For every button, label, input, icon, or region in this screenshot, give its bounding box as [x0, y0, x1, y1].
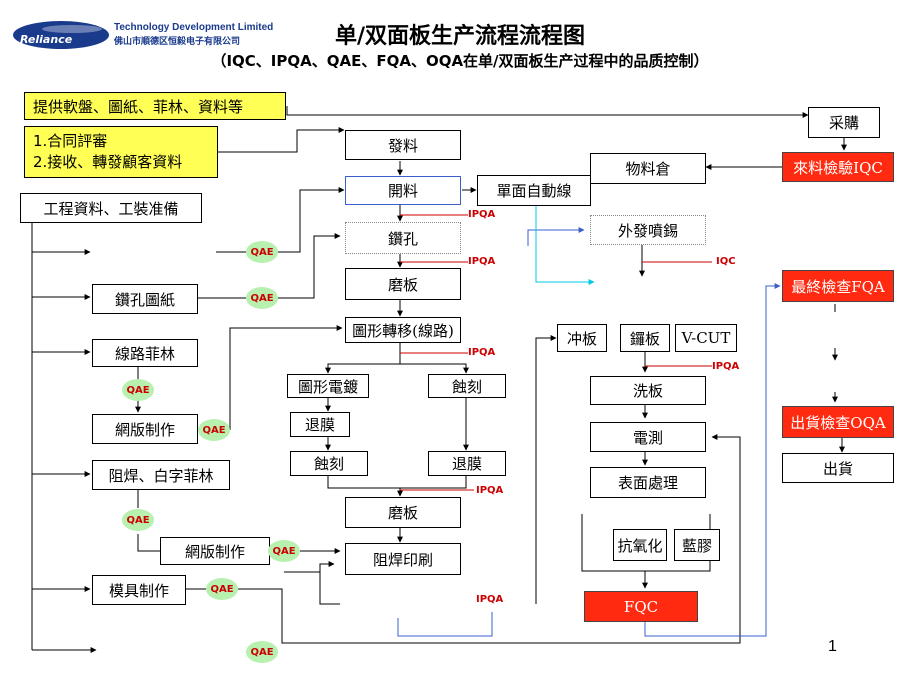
stripping-box-2: 退膜 — [428, 451, 506, 476]
grinding-box-1: 磨板 — [345, 268, 461, 300]
solder-mask-print-box: 阻焊印刷 — [345, 543, 461, 575]
screen-making-box-2: 網版制作 — [160, 537, 270, 565]
qae-badge: QAE — [246, 241, 278, 263]
reliance-logo — [13, 21, 109, 49]
purchasing-box: 采購 — [808, 107, 880, 138]
mold-making-box: 模具制作 — [92, 575, 186, 605]
punch-box: 冲板 — [557, 324, 607, 352]
qae-badge: QAE — [246, 641, 278, 663]
blue-glue-box: 藍膠 — [674, 529, 720, 561]
warehouse-box: 物料倉 — [590, 153, 706, 184]
cutting-box: 開料 — [345, 176, 461, 205]
etching-box-1: 蝕刻 — [428, 374, 506, 398]
qae-badge: QAE — [246, 287, 278, 309]
pattern-transfer-box: 圖形轉移(線路) — [345, 317, 461, 343]
page-subtitle: （IQC、IPQA、QAE、FQA、OQA在单/双面板生产过程中的品质控制） — [211, 52, 709, 70]
routing-box: 鑼板 — [620, 324, 670, 352]
qae-badge: QAE — [206, 578, 238, 600]
qae-badge: QAE — [122, 509, 154, 531]
qae-badge: QAE — [268, 540, 300, 562]
grinding-box-2: 磨板 — [345, 497, 461, 528]
contract-review-item-2: 2.接收、轉發顧客資料 — [33, 153, 183, 171]
shipment-box: 出貨 — [782, 453, 894, 483]
anti-oxidation-box: 抗氧化 — [613, 529, 667, 561]
qae-badge: QAE — [122, 379, 154, 401]
single-side-auto-line-box: 單面自動線 — [477, 175, 591, 206]
drilling-box: 鑽孔 — [345, 222, 461, 254]
stripping-box-1: 退膜 — [290, 412, 350, 437]
fqc-box: FQC — [584, 591, 698, 622]
electrical-test-box: 電測 — [590, 422, 706, 452]
pattern-plating-box: 圖形電鍍 — [287, 374, 369, 398]
supply-materials-note: 提供軟盤、圖紙、菲林、資料等 — [24, 92, 286, 120]
ipqa-tag: IPQA — [468, 256, 496, 267]
ipqa-tag: IPQA — [468, 209, 496, 220]
washing-box: 洗板 — [590, 376, 706, 405]
logo-text: Reliance — [20, 33, 73, 46]
surface-treatment-box: 表面處理 — [590, 467, 706, 498]
solder-mask-film-box: 阻焊、白字菲林 — [92, 460, 230, 490]
etching-box-2: 蝕刻 — [290, 451, 368, 476]
drill-drawing-box: 鑽孔圖紙 — [92, 284, 198, 314]
incoming-iqc-box: 來料檢驗IQC — [782, 152, 894, 182]
ipqa-tag: IPQA — [712, 361, 740, 372]
tin-spray-box: 外發噴錫 — [590, 215, 706, 245]
final-fqa-box: 最終檢查FQA — [782, 270, 894, 302]
qae-badge: QAE — [198, 419, 230, 441]
engineering-prep-box: 工程資料、工裝准備 — [20, 193, 202, 223]
company-name-cn: 佛山市順德区恒毅电子有限公司 — [114, 37, 241, 47]
contract-review-item-1: 1.合同評審 — [33, 132, 108, 150]
v-cut-box: V-CUT — [675, 324, 737, 352]
ipqa-tag: IPQA — [468, 347, 496, 358]
company-name-en: Technology Development Limited — [114, 22, 274, 33]
iqc-tag: IQC — [716, 256, 736, 267]
screen-making-box-1: 網版制作 — [92, 414, 198, 444]
page-number: 1 — [828, 638, 837, 655]
page-title: 单/双面板生产流程流程图 — [334, 24, 586, 49]
ipqa-tag: IPQA — [476, 485, 504, 496]
issue-material-box: 發料 — [345, 130, 461, 160]
shipping-oqa-box: 出貨檢查OQA — [782, 406, 894, 438]
contract-review-note: 1.合同評審 2.接收、轉發顧客資料 — [24, 126, 218, 178]
circuit-film-box: 線路菲林 — [92, 339, 198, 367]
ipqa-tag: IPQA — [476, 594, 504, 605]
